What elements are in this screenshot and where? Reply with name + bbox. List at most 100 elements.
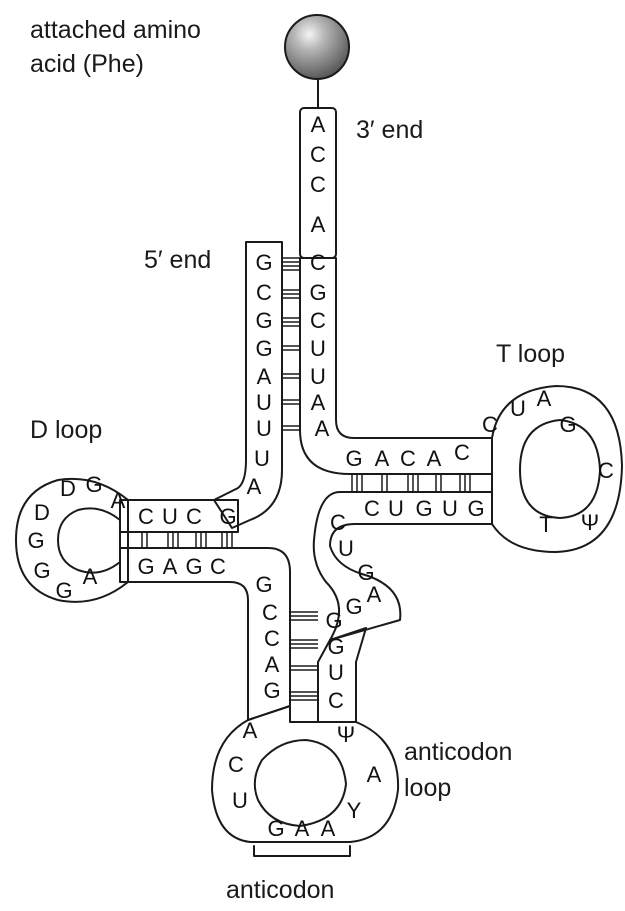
nucleotide: U bbox=[232, 788, 248, 813]
nucleotide: U bbox=[338, 536, 354, 561]
nucleotide: U bbox=[510, 396, 526, 421]
nucleotide: G bbox=[85, 472, 102, 497]
nucleotide: C bbox=[310, 142, 326, 167]
acceptor-5prime-nucleotides: G C G G A U U U A bbox=[247, 250, 273, 499]
nucleotide: A bbox=[257, 364, 272, 389]
acceptor-3prime-nucleotides: A C C A C G C U U A A bbox=[309, 112, 329, 441]
nucleotide: A bbox=[247, 474, 262, 499]
nucleotide: C bbox=[310, 250, 326, 275]
nucleotide: C bbox=[210, 554, 226, 579]
d-stem-bottom-nucleotides: G A G C bbox=[137, 554, 226, 579]
nucleotide: G bbox=[137, 554, 154, 579]
nucleotide: C bbox=[400, 446, 416, 471]
anticodon-label: anticodon bbox=[226, 876, 334, 904]
three-prime-end-label: 3′ end bbox=[356, 116, 423, 144]
nucleotide: G bbox=[325, 608, 342, 633]
nucleotide: A bbox=[295, 816, 310, 841]
nucleotide: U bbox=[310, 336, 326, 361]
nucleotide: U bbox=[442, 496, 458, 521]
five-prime-end-label: 5′ end bbox=[144, 246, 211, 274]
nucleotide: G bbox=[219, 504, 236, 529]
nucleotide: A bbox=[265, 652, 280, 677]
nucleotide: G bbox=[327, 634, 344, 659]
nucleotide: G bbox=[255, 572, 272, 597]
nucleotide: G bbox=[415, 496, 432, 521]
nucleotide: G bbox=[27, 528, 44, 553]
nucleotide: G bbox=[255, 250, 272, 275]
nucleotide: C bbox=[598, 458, 614, 483]
nucleotide: C bbox=[310, 172, 326, 197]
nucleotide: C bbox=[364, 496, 380, 521]
anticodon-stem-base-pairs bbox=[290, 612, 318, 700]
t-stem-base-pairs bbox=[352, 474, 470, 492]
nucleotide: A bbox=[367, 762, 382, 787]
t-loop-label: T loop bbox=[496, 340, 565, 368]
nucleotide: U bbox=[254, 446, 270, 471]
nucleotide: C bbox=[328, 688, 344, 713]
nucleotide: A bbox=[83, 564, 98, 589]
anticodon-bracket bbox=[254, 846, 350, 856]
d-loop-nucleotides: A G D D G G G A bbox=[27, 472, 125, 603]
nucleotide: G bbox=[33, 558, 50, 583]
anticodon-loop-label-line1: anticodon bbox=[404, 738, 512, 766]
nucleotide: A bbox=[537, 386, 552, 411]
nucleotide: C bbox=[482, 412, 498, 437]
nucleotide: U bbox=[328, 660, 344, 685]
nucleotide: C bbox=[264, 626, 280, 651]
nucleotide: D bbox=[60, 476, 76, 501]
nucleotide: A bbox=[163, 554, 178, 579]
nucleotide: A bbox=[243, 718, 258, 743]
nucleotide: C bbox=[256, 280, 272, 305]
nucleotide: C bbox=[138, 504, 154, 529]
nucleotide: A bbox=[311, 212, 326, 237]
nucleotide: G bbox=[559, 412, 576, 437]
nucleotide: U bbox=[310, 364, 326, 389]
nucleotide: A bbox=[427, 446, 442, 471]
nucleotide: Y bbox=[347, 798, 362, 823]
nucleotide: G bbox=[309, 280, 326, 305]
nucleotide: G bbox=[467, 496, 484, 521]
anticodon-stem-left-nucleotides: G C C A G bbox=[255, 572, 280, 703]
t-stem-bottom-nucleotides: G U G U C bbox=[364, 496, 485, 521]
nucleotide: G bbox=[255, 308, 272, 333]
anticodon-stem-right-nucleotides: G G U C bbox=[325, 608, 344, 713]
d-stem-top-nucleotides: C U C G bbox=[138, 504, 237, 529]
anticodon-loop-label-line2: loop bbox=[404, 774, 451, 802]
nucleotide: A bbox=[111, 488, 126, 513]
nucleotide: C bbox=[186, 504, 202, 529]
nucleotide: G bbox=[185, 554, 202, 579]
nucleotide: G bbox=[267, 816, 284, 841]
nucleotide: A bbox=[311, 390, 326, 415]
nucleotide: A bbox=[321, 816, 336, 841]
nucleotide: C bbox=[310, 308, 326, 333]
nucleotide: U bbox=[388, 496, 404, 521]
nucleotide: G bbox=[263, 678, 280, 703]
nucleotide: Ψ bbox=[581, 510, 599, 535]
d-stem-base-pairs bbox=[142, 532, 232, 548]
nucleotide: C bbox=[228, 752, 244, 777]
nucleotide: U bbox=[256, 416, 272, 441]
nucleotide: D bbox=[34, 500, 50, 525]
amino-acid-label-line2: acid (Phe) bbox=[30, 50, 144, 78]
nucleotide: C bbox=[262, 600, 278, 625]
nucleotide: A bbox=[367, 582, 382, 607]
nucleotide: A bbox=[311, 112, 326, 137]
nucleotide: G bbox=[55, 578, 72, 603]
amino-acid-label-line1: attached amino bbox=[30, 16, 201, 44]
nucleotide: C bbox=[330, 510, 346, 535]
nucleotide: Ψ bbox=[337, 722, 355, 747]
nucleotide: C bbox=[454, 440, 470, 465]
nucleotide: G bbox=[345, 446, 362, 471]
nucleotide: A bbox=[375, 446, 390, 471]
d-loop-label: D loop bbox=[30, 416, 102, 444]
nucleotide: U bbox=[162, 504, 178, 529]
amino-acid-ball bbox=[285, 15, 349, 79]
anticodon-loop-nucleotides: A C U G A A Y A Ψ bbox=[228, 718, 382, 841]
acceptor-stem-base-pairs bbox=[282, 258, 300, 430]
nucleotide: A bbox=[315, 416, 330, 441]
nucleotide: G bbox=[345, 594, 362, 619]
t-loop-nucleotides: C U A G C Ψ T bbox=[482, 386, 614, 537]
t-stem-top-nucleotides: G A C A C bbox=[345, 440, 470, 471]
nucleotide: G bbox=[255, 336, 272, 361]
